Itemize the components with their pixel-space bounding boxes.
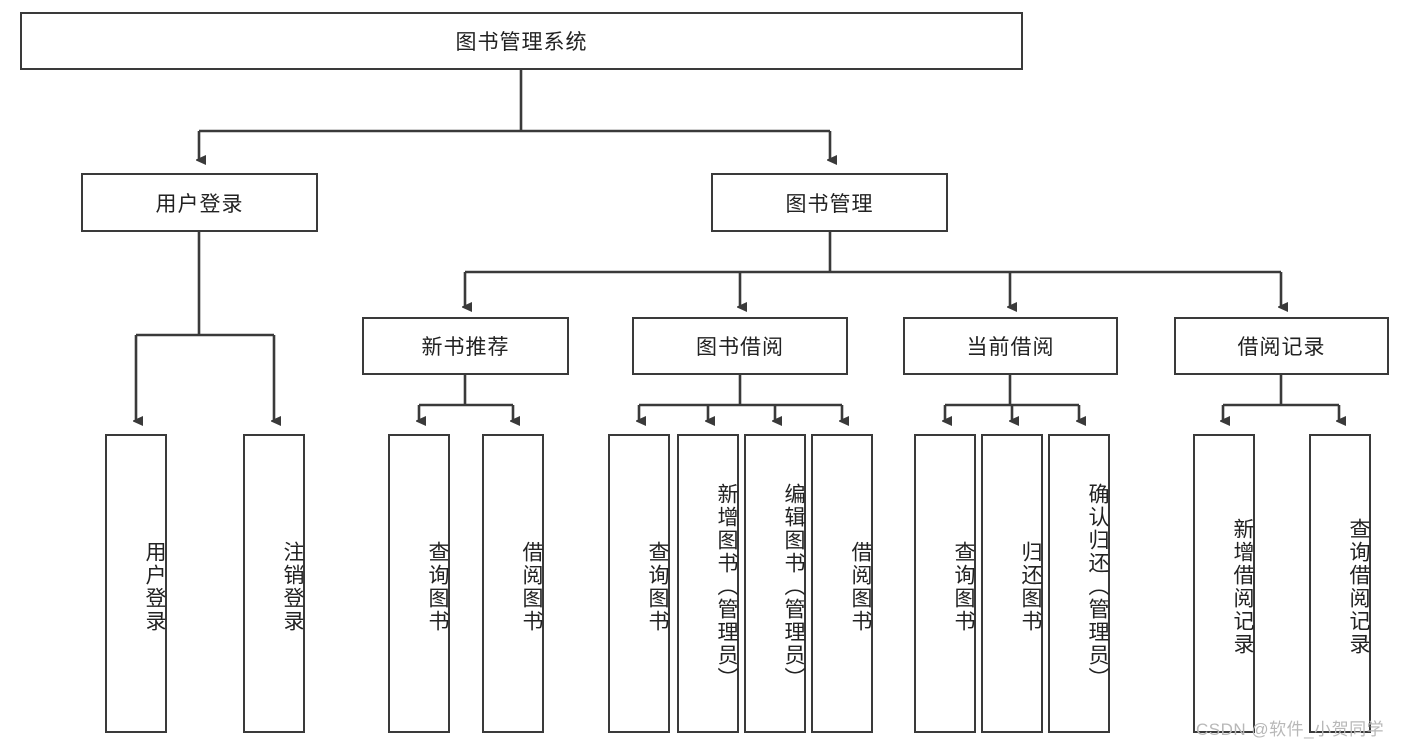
node-label: 归还图书	[1019, 540, 1042, 633]
node-book-borrow[interactable]: 图书借阅	[632, 317, 848, 375]
node-label: 新增借阅记录	[1231, 517, 1254, 656]
node-label: 查询图书	[426, 540, 449, 633]
node-user-login[interactable]: 用户登录	[81, 173, 318, 232]
node-label: 借阅图书	[849, 540, 872, 633]
node-label: 新书推荐	[421, 336, 510, 359]
leaf-confirm-return-admin[interactable]: 确认归还（管理员）	[1048, 434, 1110, 733]
node-book-management[interactable]: 图书管理	[711, 173, 948, 232]
node-label: 图书管理系统	[455, 31, 588, 54]
node-label: 编辑图书（管理员）	[782, 483, 805, 690]
node-label: 查询图书	[646, 540, 669, 633]
leaf-query-borrow-record[interactable]: 查询借阅记录	[1309, 434, 1371, 733]
node-new-book-recommend[interactable]: 新书推荐	[362, 317, 569, 375]
node-label: 当前借阅	[966, 336, 1055, 359]
leaf-return-book[interactable]: 归还图书	[981, 434, 1043, 733]
node-label: 新增图书（管理员）	[715, 483, 738, 690]
node-current-borrow[interactable]: 当前借阅	[903, 317, 1118, 375]
leaf-query-book-borrow[interactable]: 查询图书	[608, 434, 670, 733]
node-label: 注销登录	[281, 540, 304, 633]
watermark-text: CSDN @软件_小贺同学	[1196, 720, 1385, 739]
node-label: 查询图书	[952, 540, 975, 633]
node-label: 借阅图书	[520, 540, 543, 633]
leaf-user-login[interactable]: 用户登录	[105, 434, 167, 733]
node-label: 确认归还（管理员）	[1086, 483, 1109, 690]
leaf-query-book-current[interactable]: 查询图书	[914, 434, 976, 733]
leaf-logout[interactable]: 注销登录	[243, 434, 305, 733]
leaf-borrow-book[interactable]: 借阅图书	[811, 434, 873, 733]
leaf-add-book-admin[interactable]: 新增图书（管理员）	[677, 434, 739, 733]
node-label: 查询借阅记录	[1347, 517, 1370, 656]
node-label: 图书管理	[785, 192, 874, 216]
node-label: 用户登录	[143, 540, 166, 633]
leaf-borrow-book-recommend[interactable]: 借阅图书	[482, 434, 544, 733]
node-root-system[interactable]: 图书管理系统	[20, 12, 1023, 70]
node-borrow-records[interactable]: 借阅记录	[1174, 317, 1389, 375]
leaf-query-book-recommend[interactable]: 查询图书	[388, 434, 450, 733]
leaf-edit-book-admin[interactable]: 编辑图书（管理员）	[744, 434, 806, 733]
node-label: 借阅记录	[1237, 336, 1326, 359]
node-label: 用户登录	[155, 192, 244, 216]
leaf-add-borrow-record[interactable]: 新增借阅记录	[1193, 434, 1255, 733]
node-label: 图书借阅	[696, 336, 784, 359]
